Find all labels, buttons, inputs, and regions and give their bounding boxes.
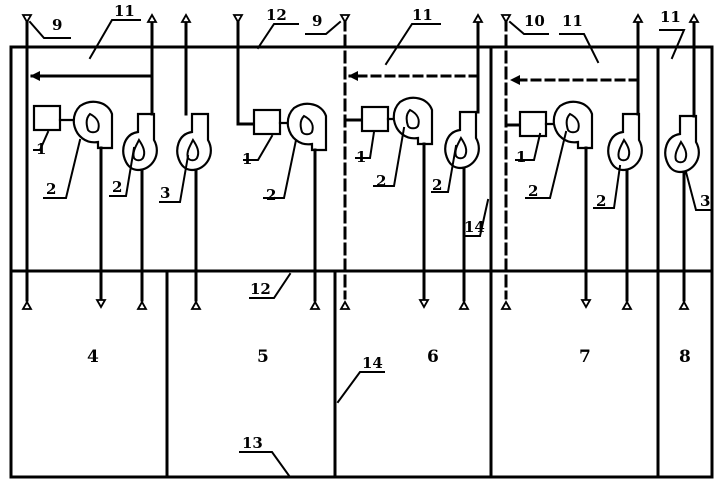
outlet-icon <box>339 300 351 311</box>
building-outline <box>9 45 714 479</box>
outlet-icon <box>190 300 202 311</box>
outlet-icon <box>136 300 148 311</box>
outlet-icon <box>21 300 33 311</box>
callout-14: 14 <box>362 354 383 372</box>
outlet-icon <box>180 13 192 24</box>
callout-2: 2 <box>376 172 386 190</box>
fan-icon <box>443 110 481 170</box>
fan-icon <box>606 112 644 172</box>
outlet-icon <box>418 298 430 309</box>
outlet-icon <box>146 13 158 24</box>
callout-2: 2 <box>266 186 276 204</box>
room-7-label: 7 <box>579 347 591 367</box>
callout-2: 2 <box>112 178 122 196</box>
callout-12: 12 <box>250 280 271 298</box>
callout-3: 3 <box>160 184 170 202</box>
outlet-icon <box>580 298 592 309</box>
room-5-label: 5 <box>257 347 269 367</box>
outlet-icon <box>500 300 512 311</box>
outlet-icon <box>458 300 470 311</box>
fan-icon <box>121 112 159 172</box>
leader-lines <box>28 19 713 479</box>
callout-11: 11 <box>562 12 583 30</box>
callout-14: 14 <box>464 218 485 236</box>
motor <box>32 104 62 132</box>
outlet-icon <box>309 300 321 311</box>
intake-icon <box>232 13 244 24</box>
callout-1: 1 <box>36 140 46 158</box>
callout-1: 1 <box>242 150 252 168</box>
callout-2: 2 <box>596 192 606 210</box>
callout-9: 9 <box>52 16 62 34</box>
fan-icon <box>286 102 328 152</box>
callout-13: 13 <box>242 434 263 452</box>
callout-12: 12 <box>266 6 287 24</box>
outlet-icon <box>632 13 644 24</box>
outlet-icon <box>472 13 484 24</box>
motor <box>252 108 282 136</box>
callout-10: 10 <box>524 12 545 30</box>
fan-icon <box>663 114 701 174</box>
callout-11: 11 <box>412 6 433 24</box>
outlet-icon <box>678 300 690 311</box>
callout-1: 1 <box>356 148 366 166</box>
motor <box>518 110 548 138</box>
callout-11: 11 <box>660 8 681 26</box>
callout-3: 3 <box>700 192 710 210</box>
fan-icon <box>392 96 434 146</box>
callout-2: 2 <box>528 182 538 200</box>
outlet-icon <box>621 300 633 311</box>
room-8-label: 8 <box>679 347 691 367</box>
callout-9: 9 <box>312 12 322 30</box>
outlet-icon <box>688 13 700 24</box>
intake-icon <box>339 13 351 24</box>
room-6-label: 6 <box>427 347 439 367</box>
fan-icon <box>175 112 213 172</box>
callout-2: 2 <box>46 180 56 198</box>
room-4-label: 4 <box>87 347 99 367</box>
callout-11: 11 <box>114 2 135 20</box>
intake-icon <box>500 13 512 24</box>
callout-1: 1 <box>516 148 526 166</box>
outlet-icon <box>95 298 107 309</box>
callout-2: 2 <box>432 176 442 194</box>
motor <box>360 105 390 133</box>
fan-icon <box>552 100 594 150</box>
